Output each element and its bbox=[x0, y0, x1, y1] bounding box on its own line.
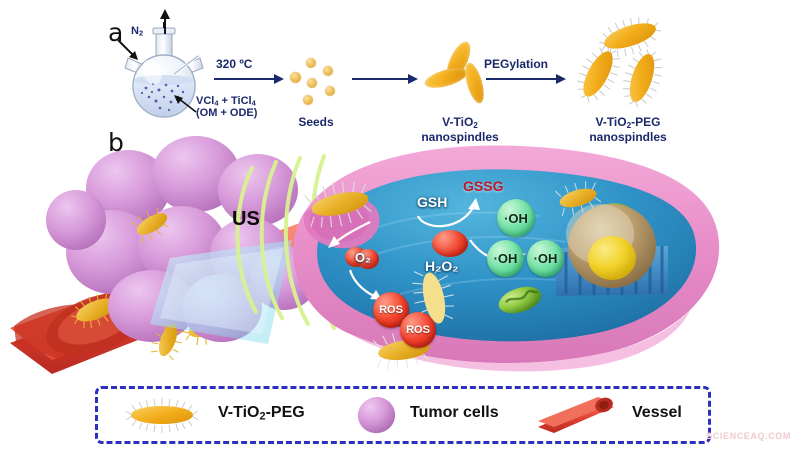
watermark: SCIENCEAQ.COM bbox=[706, 431, 791, 441]
gssg-label: GSSG bbox=[463, 178, 504, 194]
hydroxyl-radical-bubble: ·OH bbox=[487, 240, 524, 277]
panel-a-label: a bbox=[108, 18, 124, 47]
pegylation-label: PEGylation bbox=[484, 57, 549, 71]
h2o2-label: H₂O₂ bbox=[425, 258, 459, 274]
o2-label: O₂ bbox=[355, 250, 371, 265]
vent-arrow-icon bbox=[160, 9, 170, 34]
seed-particle bbox=[303, 95, 313, 105]
hydroxyl-radical-bubble: ·OH bbox=[497, 199, 535, 237]
legend-box: V-TiO2-PEG Tumor cells bbox=[95, 386, 711, 444]
nitrogen-label: N2 bbox=[131, 25, 144, 38]
oxygen-blob bbox=[357, 249, 379, 269]
nucleolus bbox=[588, 236, 636, 280]
nanoparticle-in-cytoplasm bbox=[412, 265, 455, 325]
particle-to-o2-arrow-icon bbox=[328, 221, 371, 248]
seeds-cluster bbox=[288, 58, 344, 106]
legend-tumor-cell-icon bbox=[357, 397, 396, 434]
legend-nanoparticle-icon bbox=[125, 398, 199, 433]
nanospindle-group-peg bbox=[577, 17, 663, 108]
gsh-to-gssg-arrow-icon bbox=[416, 198, 480, 228]
arrow-step-1 bbox=[214, 78, 276, 80]
nanospindle-group-bare bbox=[420, 38, 500, 112]
legend-vessel-icon bbox=[538, 397, 614, 433]
legend-tumor-cells-label: Tumor cells bbox=[410, 404, 499, 421]
legend-vessel-label: Vessel bbox=[632, 404, 682, 421]
product-bare-label: V-TiO2 nanospindles bbox=[421, 115, 499, 144]
arrow-step-3 bbox=[486, 78, 558, 80]
precursor-pointer-icon bbox=[174, 95, 197, 113]
nitrogen-arrow-icon bbox=[117, 39, 138, 60]
gsh-label: GSH bbox=[417, 194, 448, 210]
ultrasound-label: US bbox=[232, 208, 260, 230]
legend-nanoparticle-label: V-TiO2-PEG bbox=[218, 404, 305, 423]
ros-bubble: ROS bbox=[400, 312, 436, 348]
seeds-label: Seeds bbox=[298, 115, 334, 129]
product-peg-label: V-TiO2-PEG nanospindles bbox=[589, 115, 667, 144]
arrow-step-2 bbox=[352, 78, 410, 80]
seed-particle bbox=[290, 72, 301, 83]
nanoparticle-entering-cell bbox=[303, 181, 372, 228]
h2o2-blob bbox=[432, 230, 468, 257]
nanoparticle-in-cytoplasm bbox=[554, 181, 602, 217]
arrow-step-3-head bbox=[556, 74, 566, 84]
hydroxyl-radical-bubble: ·OH bbox=[527, 240, 564, 277]
precursor-label: VCl4 + TiCl4 (OM + ODE) bbox=[196, 95, 258, 119]
seed-particle bbox=[306, 58, 316, 68]
mitochondrion bbox=[498, 286, 542, 314]
arrow-step-2-head bbox=[408, 74, 418, 84]
ultrasound-transducer bbox=[150, 240, 292, 344]
nanoparticle-interstitial bbox=[131, 207, 169, 243]
temperature-label: 320 ºC bbox=[216, 57, 253, 71]
cell-scene bbox=[10, 136, 720, 374]
arrow-step-1-head bbox=[274, 74, 284, 84]
seed-particle bbox=[325, 86, 335, 96]
seed-particle bbox=[323, 66, 333, 76]
panel-b-label: b bbox=[108, 128, 124, 157]
seed-particle bbox=[307, 78, 317, 88]
nucleus bbox=[566, 204, 656, 288]
